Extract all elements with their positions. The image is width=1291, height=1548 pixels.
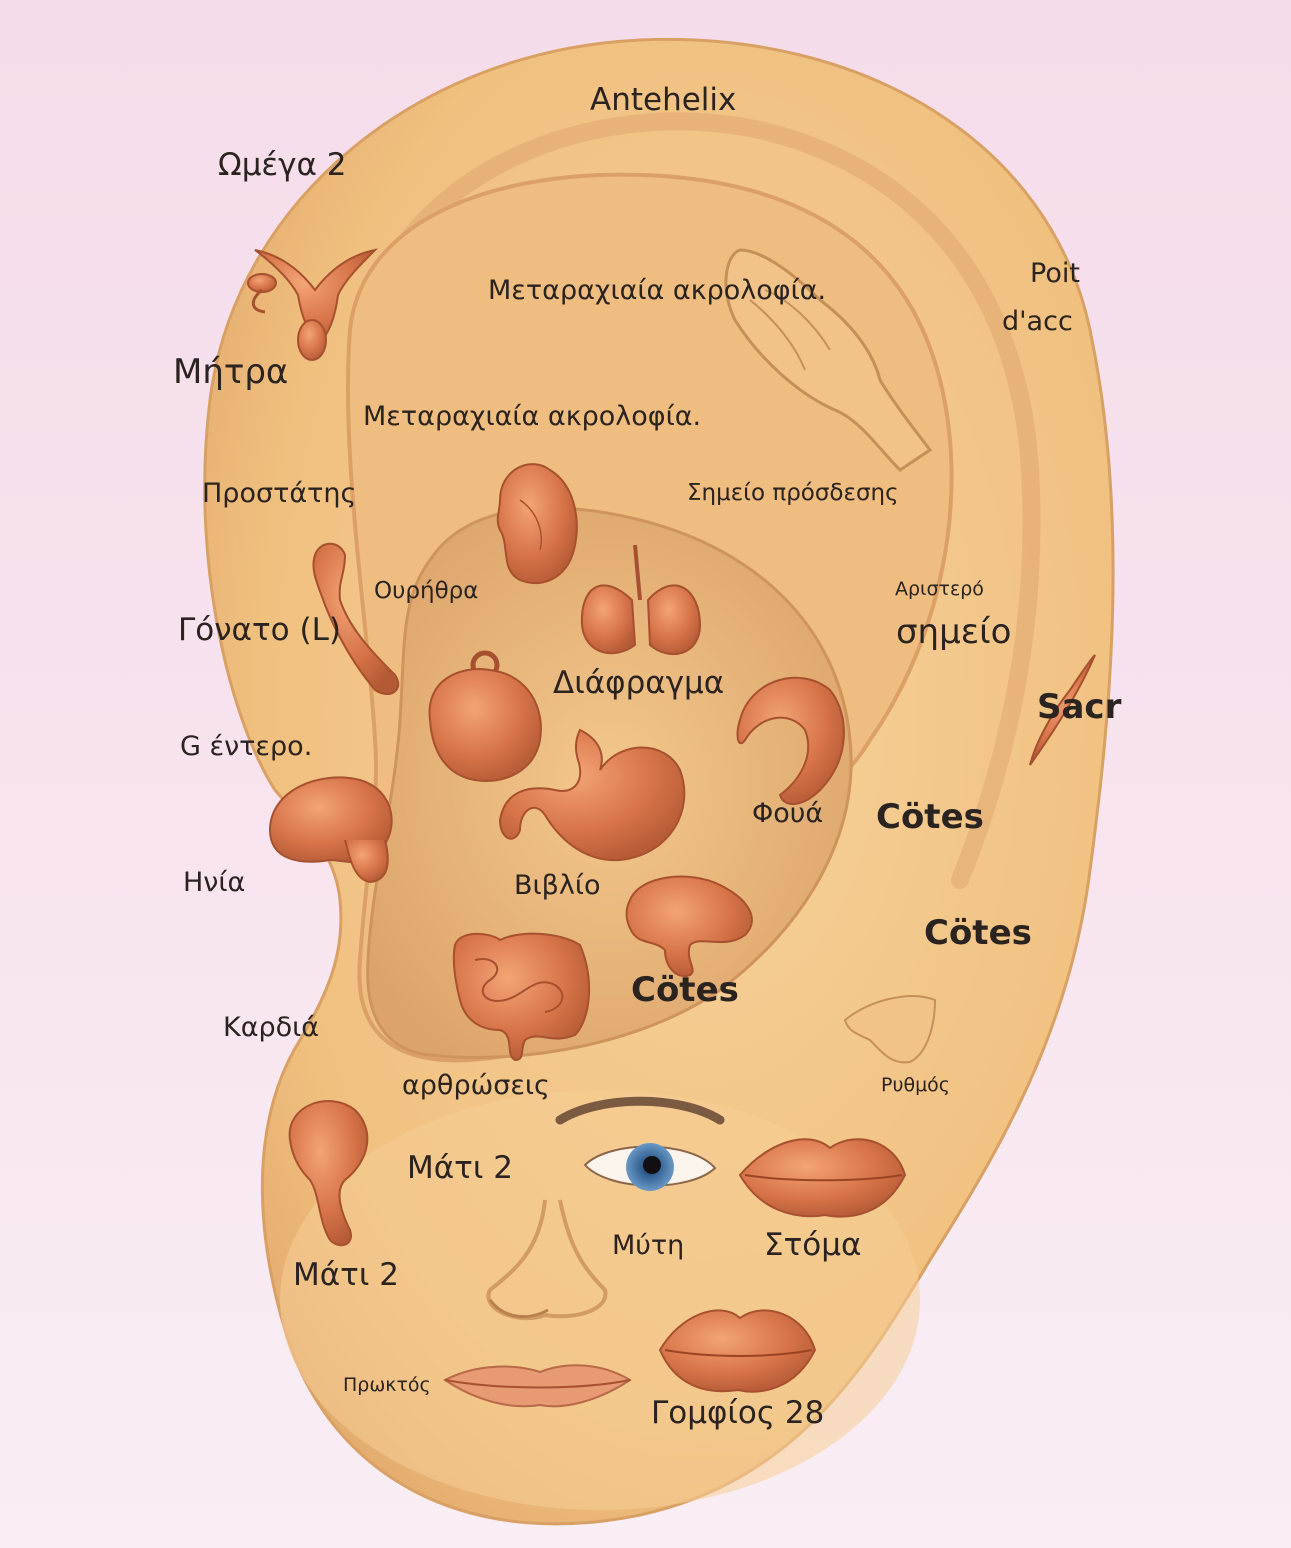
gallbladder-icon — [288, 1100, 369, 1247]
label-inia: Ηνία — [183, 867, 246, 898]
label-aristero: Αριστερό — [895, 578, 984, 600]
label-omega2: Ωμέγα 2 — [218, 147, 347, 183]
label-metarachiaia-2: Μεταραχιαία ακρολοφία. — [363, 401, 702, 432]
label-cotes-2: Cötes — [924, 913, 1032, 953]
label-gonato: Γόνατο (L) — [178, 612, 341, 648]
pancreas-icon — [736, 676, 845, 805]
label-metarachiaia-1: Μεταραχιαία ακρολοφία. — [488, 275, 827, 306]
intestine-icon — [452, 932, 591, 1062]
label-arthroseis: αρθρώσεις — [402, 1070, 550, 1101]
stomach-icon — [498, 728, 686, 862]
lips-icon — [658, 1309, 817, 1393]
mushroom-icon — [268, 776, 393, 884]
label-mitra: Μήτρα — [173, 352, 289, 392]
label-kardia: Καρδιά — [223, 1012, 320, 1043]
helix-groove — [391, 112, 1041, 889]
kidney-icon — [496, 463, 578, 585]
label-simeio: σημείο — [896, 612, 1012, 652]
uterus-icon — [247, 248, 379, 361]
label-stoma: Στόμα — [764, 1227, 862, 1263]
label-simeio-prosdesis: Σημείο πρόσδεσης — [687, 480, 899, 506]
label-mati2-a: Μάτι 2 — [407, 1150, 513, 1186]
label-foua: Φουά — [752, 798, 824, 829]
liver-icon — [625, 875, 753, 977]
label-myti: Μύτη — [612, 1230, 685, 1261]
label-mati2-b: Μάτι 2 — [293, 1257, 399, 1293]
nerve-icon — [1029, 654, 1096, 766]
label-ourithra: Ουρήθρα — [374, 578, 479, 604]
label-rythmos: Ρυθμός — [881, 1074, 950, 1096]
label-poit: Poit — [1030, 258, 1080, 289]
nose-icon — [843, 995, 937, 1064]
hand-icon — [724, 248, 933, 472]
bladder-icon — [428, 650, 542, 782]
label-gomfios: Γομφίος 28 — [651, 1395, 825, 1431]
face-icon — [443, 1096, 725, 1408]
label-sacr: Sacr — [1037, 687, 1122, 727]
label-prostatis: Προστάτης — [202, 478, 357, 509]
label-cotes-3: Cötes — [631, 970, 739, 1010]
label-diafragma: Διάφραγμα — [553, 665, 725, 701]
label-g-entero: G έντερο. — [180, 731, 313, 762]
label-dacc: d'acc — [1002, 306, 1073, 337]
label-proktos: Πρωκτός — [343, 1374, 431, 1396]
lungs-icon — [580, 544, 702, 655]
lips-icon — [738, 1138, 907, 1218]
label-vivlio: Βιβλίο — [514, 870, 601, 901]
penis-icon — [312, 542, 400, 695]
label-cotes-1: Cötes — [876, 797, 984, 837]
label-antehelix: Antehelix — [590, 82, 737, 118]
